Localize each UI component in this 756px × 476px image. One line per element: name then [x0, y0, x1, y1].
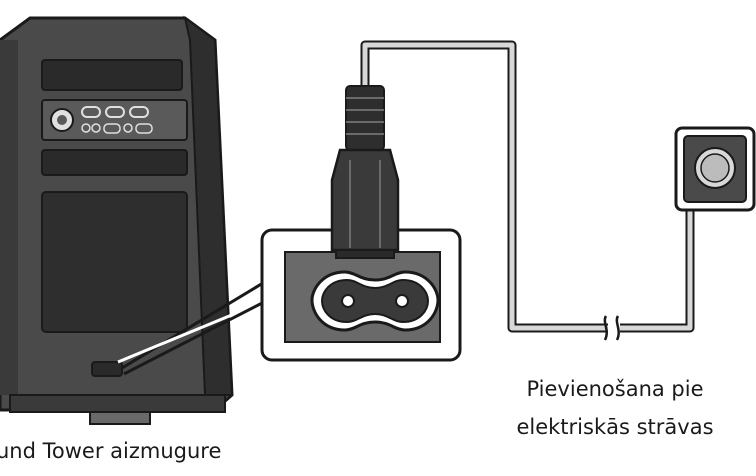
- tower-power-inlet: [91, 361, 123, 377]
- figure-8-power-plug-icon: [330, 85, 400, 259]
- power-caption-line1: Pievienošana pie: [526, 377, 704, 401]
- power-cable: [360, 40, 705, 341]
- device-back-caption: und Tower aizmugure: [0, 439, 222, 463]
- wall-outlet-icon: [674, 126, 756, 212]
- cable-break-icon: [603, 315, 620, 341]
- speaker-tower-icon: [0, 15, 234, 425]
- zoom-callout: [117, 278, 269, 376]
- power-caption-line2: elektriskās strāvas: [516, 415, 714, 439]
- inlet-inset: [260, 228, 462, 362]
- power-connection-caption: Pievienošana pie elektriskās strāvas: [495, 370, 735, 446]
